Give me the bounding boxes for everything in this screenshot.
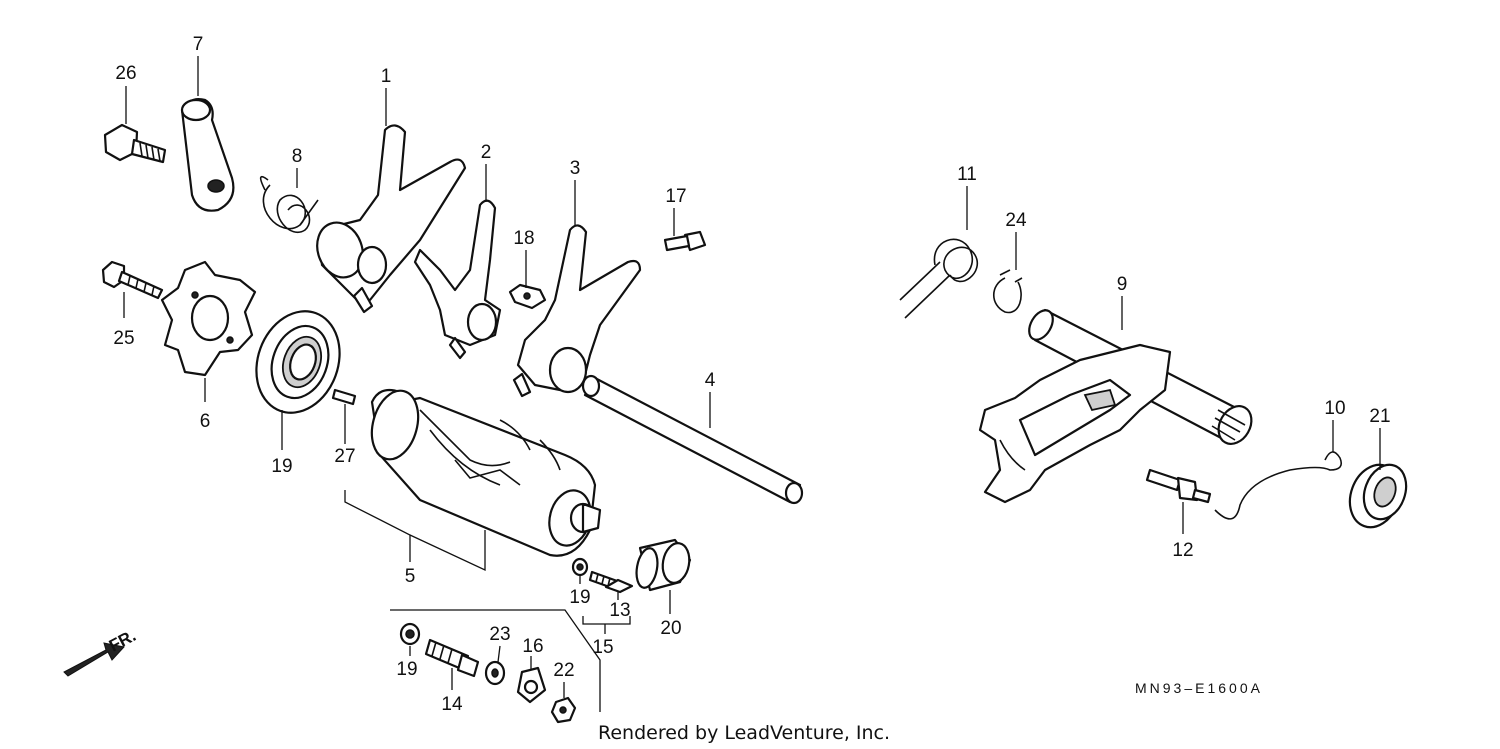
part-7-stopper-arm bbox=[180, 98, 235, 212]
front-direction-arrow: FR. bbox=[63, 626, 139, 677]
callout-21: 20 bbox=[660, 618, 681, 639]
part-14-neutral-switch bbox=[424, 638, 480, 678]
part-2-shift-fork bbox=[413, 199, 502, 360]
callout-15: 15 bbox=[592, 637, 613, 658]
callout-19-upper: 19 bbox=[569, 587, 590, 608]
part-25-snap-ring bbox=[992, 269, 1023, 314]
callout-8: 8 bbox=[292, 146, 303, 167]
part-5-shift-drum bbox=[370, 388, 602, 557]
callout-5: 5 bbox=[405, 566, 416, 587]
callout-26: 25 bbox=[113, 328, 134, 349]
part-8-spring bbox=[259, 175, 319, 233]
callout-20: 19 bbox=[271, 456, 292, 477]
diagram-code: MN93–E1600A bbox=[1135, 680, 1263, 696]
part-27-bolt bbox=[103, 123, 167, 164]
part-11-spring bbox=[899, 238, 978, 319]
part-3-shift-fork bbox=[512, 224, 642, 398]
part-16-terminal bbox=[516, 666, 547, 704]
part-12-pin-bolt bbox=[1145, 468, 1212, 504]
part-17-bolt bbox=[663, 230, 707, 252]
callout-10: 10 bbox=[1324, 398, 1345, 419]
callout-28: 27 bbox=[334, 446, 355, 467]
part-20-bearing bbox=[255, 310, 341, 414]
callout-12: 12 bbox=[1172, 540, 1193, 561]
part-4-fork-shaft bbox=[581, 374, 804, 505]
part-24-washer bbox=[484, 660, 506, 686]
leader-lines bbox=[123, 56, 1381, 712]
callout-1: 1 bbox=[381, 66, 392, 87]
callout-16: 16 bbox=[522, 636, 543, 657]
callout-22: 21 bbox=[1369, 406, 1390, 427]
callout-11: 11 bbox=[957, 164, 977, 185]
callout-18: 18 bbox=[513, 228, 534, 249]
part-6-drum-center bbox=[160, 260, 257, 377]
callout-19-lower: 19 bbox=[396, 659, 417, 680]
part-13-switch bbox=[588, 570, 634, 594]
part-9-shift-spindle bbox=[978, 308, 1253, 504]
part-28-pin bbox=[331, 388, 357, 406]
callout-4: 4 bbox=[705, 370, 716, 391]
part-19-washer-upper bbox=[571, 557, 589, 577]
callout-2: 2 bbox=[481, 142, 492, 163]
credit-line: Rendered by LeadVenture, Inc. bbox=[598, 722, 890, 744]
callout-24: 23 bbox=[489, 624, 510, 645]
callout-6: 6 bbox=[200, 411, 211, 432]
part-21-collar bbox=[635, 538, 692, 592]
callout-25: 24 bbox=[1005, 210, 1027, 231]
callout-7: 7 bbox=[193, 34, 204, 55]
callout-labels: 26 7 8 1 2 3 17 18 25 6 19 27 4 5 19 13 … bbox=[113, 34, 1390, 715]
part-18-clip bbox=[508, 283, 547, 310]
callout-27: 26 bbox=[115, 63, 136, 84]
part-1-shift-fork bbox=[316, 124, 467, 314]
part-23-nut bbox=[550, 696, 577, 724]
part-19-washer-lower bbox=[399, 622, 421, 646]
part-10-spring bbox=[1214, 451, 1343, 520]
callout-9: 9 bbox=[1117, 274, 1128, 295]
callout-13: 13 bbox=[609, 600, 630, 621]
part-26-bolt bbox=[101, 260, 164, 300]
callout-17: 17 bbox=[665, 186, 686, 207]
callout-14: 14 bbox=[441, 694, 463, 715]
part-22-oil-seal bbox=[1348, 463, 1408, 529]
callout-23: 22 bbox=[553, 660, 574, 681]
callout-3: 3 bbox=[570, 158, 581, 179]
